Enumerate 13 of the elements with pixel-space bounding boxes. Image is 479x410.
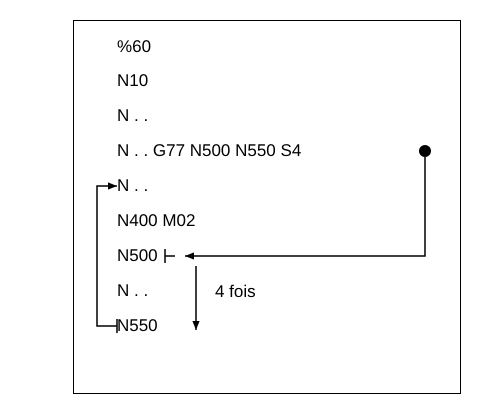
code-line: N . . [117,176,157,196]
code-line: N550 [117,316,196,336]
code-line: N400 M02 [117,211,207,231]
code-line: N500 [117,246,185,266]
code-line: N . . [117,281,157,301]
code-line: N10 [117,71,157,91]
code-line: %60 [117,37,157,57]
arrow [96,182,118,334]
arrow [185,157,426,260]
arrow [192,266,200,330]
code-line: N . . [117,106,157,126]
code-line: N . . G77 N500 N550 S4 [117,141,402,161]
dot-marker [419,145,431,157]
